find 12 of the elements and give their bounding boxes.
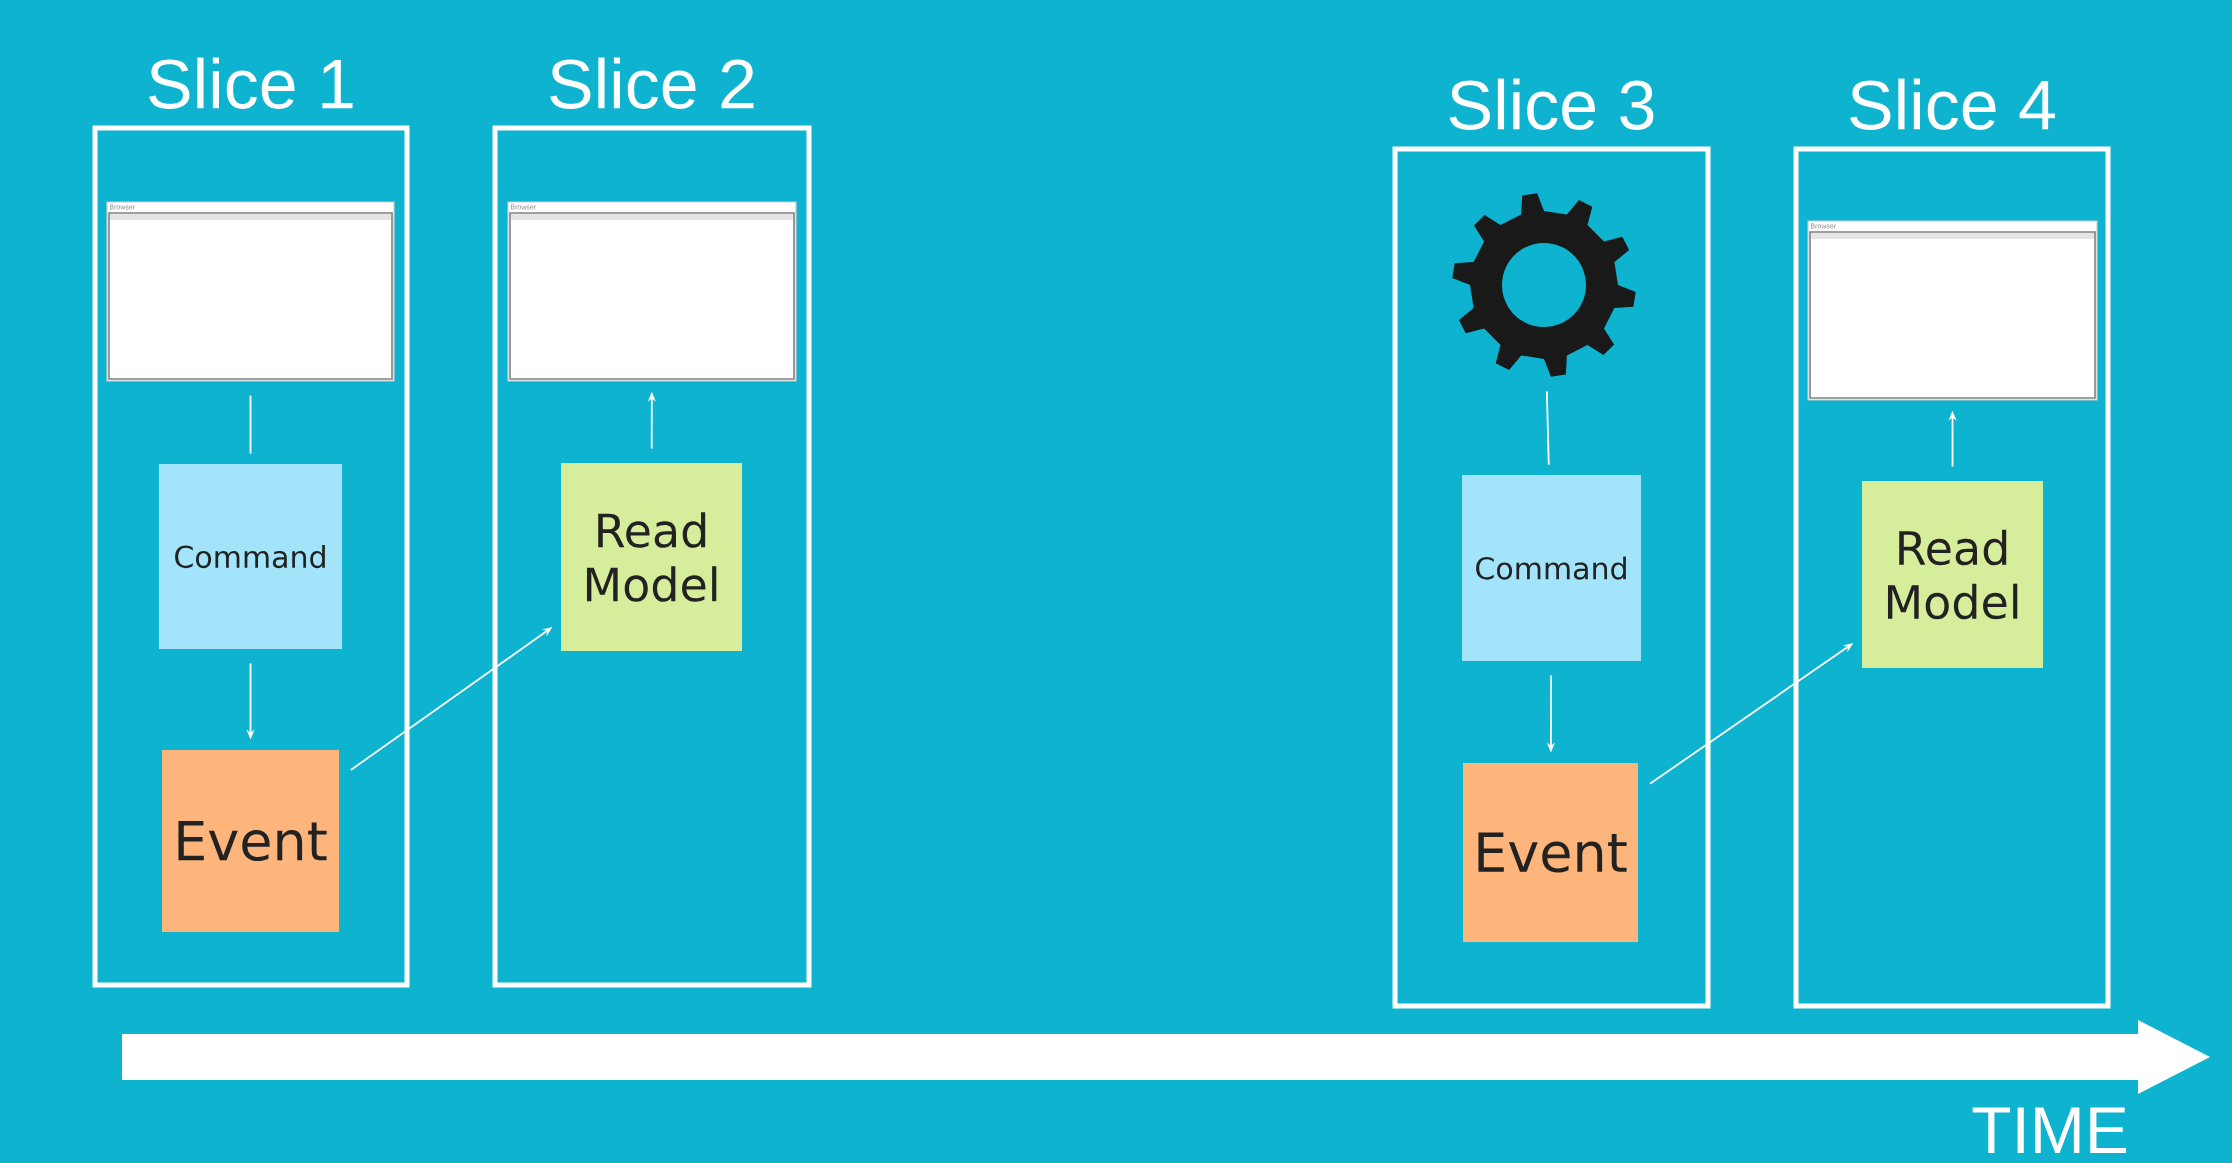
slice-title: Slice 1: [149, 57, 353, 109]
read-model-sticky: Read Model: [1862, 481, 2043, 668]
axis-label: TIME: [1972, 1107, 2127, 1153]
event-sticky: Event: [1463, 763, 1638, 942]
command-sticky: Command: [159, 464, 342, 649]
gear-icon: [1452, 193, 1636, 377]
slice-title: Slice 3: [1449, 78, 1654, 130]
slice-title: Slice 2: [550, 57, 754, 109]
slice-title: Slice 4: [1850, 78, 2055, 130]
command-sticky: Command: [1462, 475, 1641, 661]
event-sticky: Event: [162, 750, 339, 932]
read-model-sticky: Read Model: [561, 463, 742, 651]
